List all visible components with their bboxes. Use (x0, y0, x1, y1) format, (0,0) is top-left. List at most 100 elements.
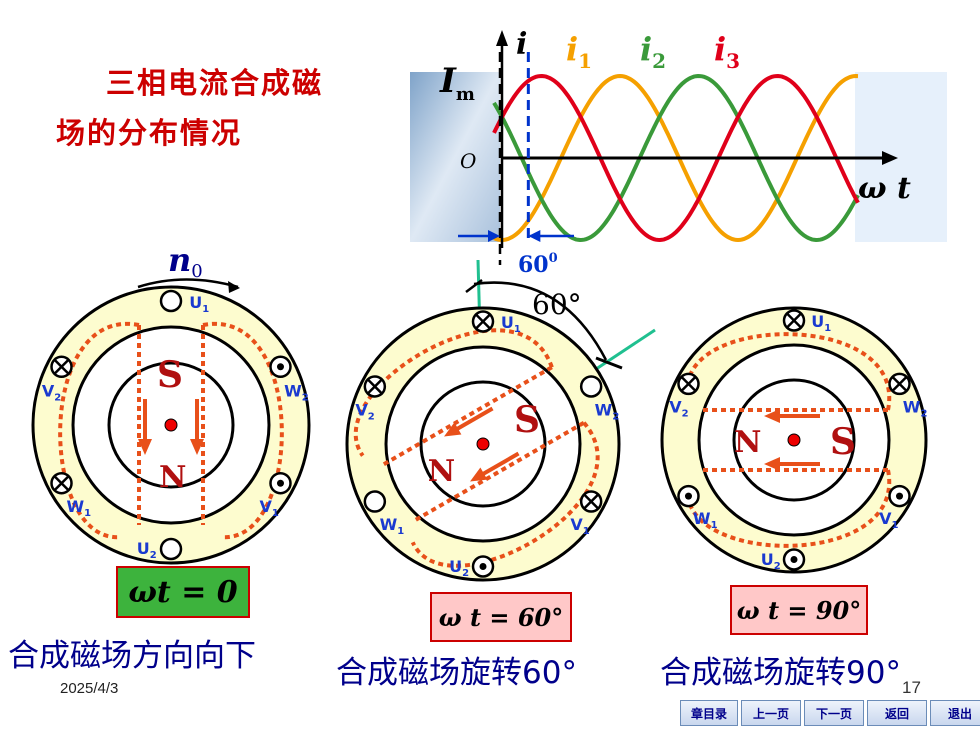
current-curve-i3 (492, 73, 860, 243)
slot-U1: U1 (471, 310, 521, 335)
slot-label: W1 (66, 497, 91, 519)
nav-next-button[interactable]: 下一页 (804, 700, 864, 726)
slot-label: U2 (137, 539, 157, 561)
peak-label: Im (439, 61, 475, 105)
field-lines (381, 365, 585, 523)
rotor-center (476, 437, 490, 451)
slot-label: W2 (595, 401, 620, 423)
slot-U2: U2 (137, 537, 183, 561)
pole-s-label: S (514, 399, 540, 441)
slot-U2: U2 (761, 548, 806, 572)
slot-label: W1 (693, 509, 718, 531)
cross-icon (366, 378, 383, 395)
slot-U1: U1 (159, 289, 209, 315)
slot-label: V1 (879, 509, 898, 531)
slot-label: U1 (501, 313, 521, 335)
time-label-0: ωt = 0 (116, 566, 250, 618)
y-axis-label: i (516, 27, 527, 62)
angle-arrowhead-right (528, 230, 541, 242)
caption-60: 合成磁场旋转60° (336, 655, 577, 691)
nav-exit-button[interactable]: 退出 (930, 700, 980, 726)
slot-V2: V2 (42, 355, 73, 403)
cross-icon (475, 313, 491, 330)
slot-label: V2 (42, 381, 61, 403)
rotation-angle-label: 60° (532, 288, 582, 321)
slot-label: U2 (449, 557, 469, 579)
time-label-90: ω t = 90° (730, 585, 868, 635)
cross-icon (891, 376, 908, 392)
pole-s-label: S (830, 421, 856, 463)
x-axis-label: ω t (858, 171, 911, 206)
nav-chapter-button[interactable]: 章目录 (680, 700, 738, 726)
speed-label: n0 (168, 241, 203, 282)
slot-V2: V2 (355, 375, 387, 423)
time-label-60: ω t = 60° (430, 592, 572, 642)
series-label-i1: i1 (566, 30, 592, 73)
title-line-1: 三相电流合成磁 (106, 66, 324, 100)
rotor-center (787, 433, 801, 447)
series-label-i3: i3 (714, 30, 740, 73)
slot-U2: U2 (449, 555, 495, 579)
pole-s-label: S (157, 354, 183, 396)
angle-tick-end (595, 356, 623, 370)
slot-V1: V1 (260, 471, 292, 519)
waveform-background-left (410, 72, 500, 242)
nav-prev-button[interactable]: 上一页 (741, 700, 801, 726)
series-label-i2: i2 (640, 30, 666, 73)
slot-V1: V1 (879, 484, 911, 531)
pole-n-label: N (428, 454, 455, 489)
slot-W2: W2 (888, 372, 927, 420)
cross-icon (53, 358, 70, 375)
magnetic-field-loops (353, 328, 600, 568)
field-loop-right (685, 469, 892, 548)
field-arrowhead (444, 422, 462, 437)
title-line-2: 场的分布情况 (56, 116, 243, 150)
slot-label: W2 (284, 381, 309, 403)
slot-U1: U1 (782, 309, 831, 334)
field-lines (700, 408, 888, 472)
field-arrow-shaft (453, 406, 494, 433)
caption-0: 合成磁场方向向下 (8, 638, 256, 674)
slot-W1: W1 (677, 484, 718, 531)
angle-arrowhead-left (488, 230, 500, 242)
slot-V2: V2 (669, 372, 700, 420)
slot-label: V2 (669, 398, 688, 420)
cross-icon (680, 376, 697, 392)
pole-n-label: N (734, 425, 761, 460)
field-loop-right (410, 421, 600, 568)
slot-label: U1 (811, 312, 831, 334)
field-loop-left (685, 332, 892, 411)
slot-W2: W2 (579, 375, 620, 423)
pole-n-label: N (159, 460, 186, 495)
slot-circle (159, 537, 183, 561)
slot-label: U1 (189, 293, 209, 315)
dot-icon (479, 563, 487, 570)
field-arrowhead (470, 467, 488, 482)
field-arrowhead (764, 409, 780, 423)
cross-icon (583, 493, 600, 510)
slot-label: W1 (380, 515, 405, 537)
y-axis-arrowhead (496, 30, 508, 46)
current-curve-i2 (492, 73, 860, 243)
nav-back-button[interactable]: 返回 (867, 700, 927, 726)
angle-tick-start (465, 279, 483, 293)
field-loop-left (353, 328, 554, 457)
page-number: 17 (902, 678, 921, 697)
field-lines (137, 325, 205, 525)
slide-date: 2025/4/3 (60, 680, 119, 697)
dot-icon (790, 556, 798, 563)
rotation-direction-arrow (137, 278, 240, 293)
dot-icon (276, 479, 284, 487)
dot-icon (276, 363, 284, 371)
slot-label: V1 (570, 515, 589, 537)
rotor-center (164, 418, 178, 432)
field-loop-left (58, 321, 140, 540)
slot-label: U2 (761, 550, 781, 572)
cross-icon (786, 312, 802, 329)
